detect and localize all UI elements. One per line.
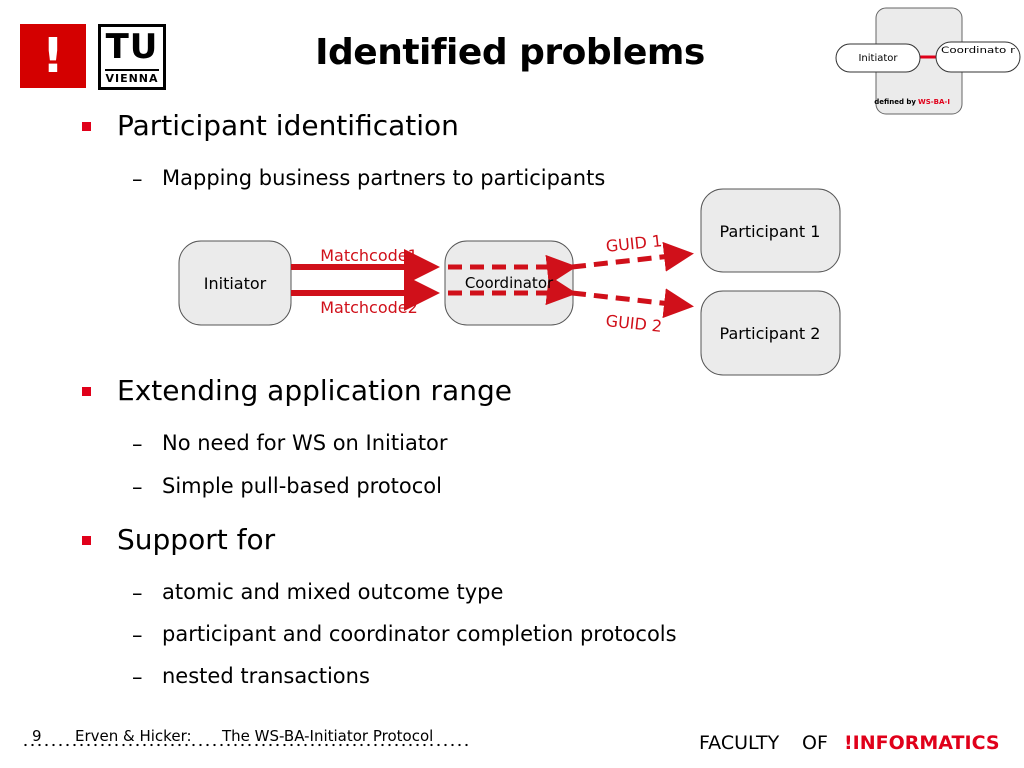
sub-item: No need for WS on Initiator [162, 431, 448, 455]
footer-dotted-line [22, 742, 470, 748]
sub-item: atomic and mixed outcome type [162, 580, 504, 604]
footer-talk-title: The WS-BA-Initiator Protocol [222, 727, 434, 745]
bullet-marker [82, 536, 91, 545]
sub-item: Mapping business partners to participant… [162, 166, 606, 190]
thumbnail-coordinator-box [935, 41, 1021, 73]
section-heading: Extending application range [117, 374, 512, 407]
sub-item: nested transactions [162, 664, 370, 688]
footer-informatics: !INFORMATICS [844, 732, 1000, 754]
thumbnail-diagram: Initiator Coordinato r defined by WS-BA-… [835, 7, 1021, 115]
dash-marker: – [132, 432, 143, 456]
dash-marker: – [132, 167, 143, 191]
sub-item: Simple pull-based protocol [162, 474, 442, 498]
coordinator-label: Coordinator [465, 274, 554, 292]
footer-of: OF [802, 732, 828, 754]
guid2-arrow [545, 275, 694, 319]
thumbnail-defined-by: defined by [874, 98, 916, 106]
logo-tu-text: TU [105, 27, 159, 67]
page-number: 9 [32, 727, 42, 745]
guid2-label: GUID 2 [605, 311, 663, 336]
thumbnail-initiator-label: Initiator [858, 53, 898, 64]
participant1-box [700, 188, 841, 273]
dash-marker: – [132, 581, 143, 605]
participant2-box [700, 290, 841, 376]
sub-item: participant and coordinator completion p… [162, 622, 677, 646]
section-heading: Support for [117, 523, 276, 556]
participant2-label: Participant 2 [720, 324, 821, 343]
tu-logo-exclamation: ! [20, 24, 86, 88]
dash-marker: – [132, 623, 143, 647]
thumbnail-ws-ba-i: WS-BA-I [918, 98, 950, 106]
guid1-label: GUID 1 [605, 231, 663, 256]
tu-vienna-logo: TU VIENNA [98, 24, 166, 90]
thumbnail-initiator-box [835, 43, 921, 73]
footer-faculty: FACULTY [699, 732, 780, 754]
bullet-marker [82, 122, 91, 131]
initiator-label: Initiator [204, 274, 267, 293]
participant1-label: Participant 1 [720, 222, 821, 241]
dash-marker: – [132, 665, 143, 689]
footer-authors: Erven & Hicker: [75, 727, 192, 745]
thumbnail-coordinator-label: Coordinato r [941, 46, 1015, 56]
coordination-diagram: Initiator Coordinator Participant 1 Part… [178, 188, 841, 376]
initiator-box [178, 240, 292, 326]
dash-marker: – [132, 475, 143, 499]
section-heading: Participant identification [117, 109, 459, 142]
logo-divider [105, 69, 159, 71]
matchcode2-label: Matchcode2 [320, 298, 418, 317]
slide-title: Identified problems [315, 32, 705, 73]
guid1-arrow [545, 241, 694, 285]
bullet-marker [82, 387, 91, 396]
logo-vienna-text: VIENNA [105, 72, 159, 85]
matchcode1-label: Matchcode1 [320, 246, 418, 265]
